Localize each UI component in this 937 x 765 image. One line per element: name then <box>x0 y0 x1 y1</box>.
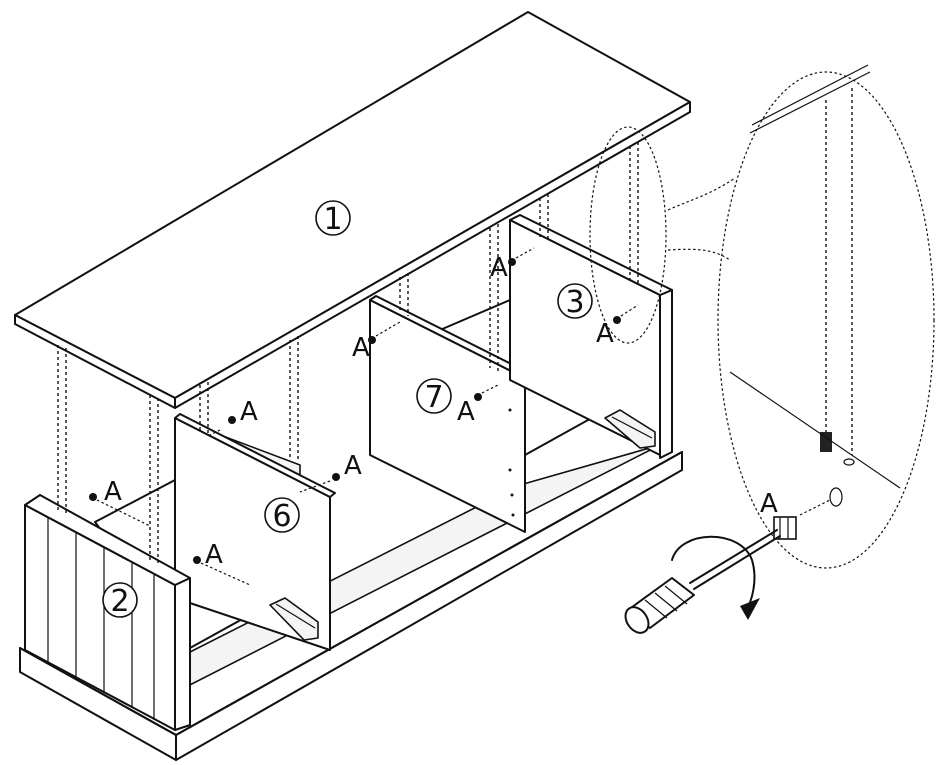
top-board-1 <box>14 11 691 409</box>
runner-left <box>269 597 319 641</box>
runner-right <box>604 409 656 449</box>
fitting-label-a: A <box>457 397 475 427</box>
cam-lock-fitting <box>773 516 797 540</box>
part-label-7: 7 <box>416 378 452 415</box>
fitting-label-a: A <box>240 397 258 427</box>
part-label-1: 1 <box>315 200 351 237</box>
svg-text:6: 6 <box>272 499 291 534</box>
fitting-label-a: A <box>490 253 508 283</box>
svg-text:3: 3 <box>565 285 584 320</box>
fitting-label-a: A <box>596 319 614 349</box>
svg-text:1: 1 <box>323 202 342 237</box>
part-label-2: 2 <box>102 582 138 619</box>
detail-callout <box>589 64 935 569</box>
screwdriver-icon <box>624 529 781 634</box>
svg-text:2: 2 <box>110 584 129 619</box>
fitting-label-a: A <box>344 451 362 481</box>
fitting-label-a: A <box>352 333 370 363</box>
fitting-labels: A A A A A A A A A <box>104 253 778 570</box>
divider-panel-6 <box>174 413 336 651</box>
part-label-3: 3 <box>557 283 593 320</box>
dowel-guides <box>57 142 639 566</box>
divider-panel-7 <box>369 295 532 533</box>
fitting-label-a: A <box>760 489 778 519</box>
fitting-label-a: A <box>205 540 223 570</box>
svg-text:7: 7 <box>424 380 443 415</box>
end-panel-3 <box>509 214 673 459</box>
part-label-6: 6 <box>264 497 300 534</box>
cam-fittings <box>89 247 639 586</box>
fitting-label-a: A <box>104 477 122 507</box>
